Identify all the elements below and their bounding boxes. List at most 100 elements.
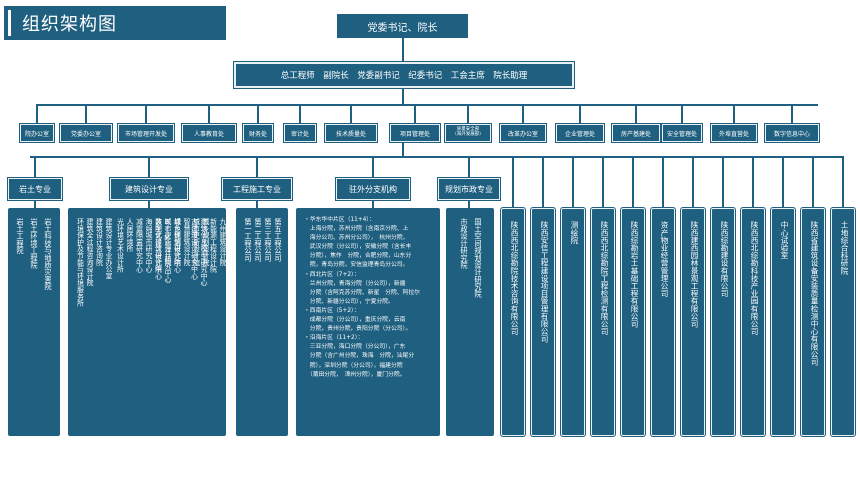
connector xyxy=(572,156,574,208)
construction-company[interactable]: 第三工程公司 xyxy=(264,218,273,262)
planning-unit[interactable]: 国土空间规划设计研究院 xyxy=(474,218,483,298)
section-node[interactable]: 建筑设计专业 xyxy=(110,178,188,200)
dept-node[interactable]: 人事教育处 xyxy=(182,124,236,142)
panel-architecture: 建筑设计专业办公室 建筑设计咨询院 建筑全过程咨询设计院 环境保护及节能与环境服… xyxy=(68,208,236,436)
construction-company[interactable]: 第二工程公司 xyxy=(254,218,263,262)
company-node[interactable]: 陕西西北综勘科技产业园有限公司 xyxy=(741,208,765,436)
connector xyxy=(512,156,514,208)
branch-line: ・沿海片区（11+2）： xyxy=(304,335,364,342)
connector xyxy=(812,156,814,208)
dept-node[interactable]: 企业管理处 xyxy=(556,124,604,142)
branch-line: 成都分院（分公司），重庆分院，云南 xyxy=(304,317,406,324)
company-label: 陕西西北综勘院技术咨询有限公司 xyxy=(510,221,519,335)
connector xyxy=(34,200,36,208)
section-node[interactable]: 工程施工专业 xyxy=(222,178,292,200)
company-node[interactable]: 陕西西北综勘院工程检测有限公司 xyxy=(591,208,615,436)
branch-line: 院），深圳分院（分公司），福建分院 xyxy=(304,362,403,369)
connector xyxy=(208,104,210,124)
connector xyxy=(372,200,374,208)
branch-line: 院，青岛分院，安信监理青岛分公司。 xyxy=(304,262,409,269)
branch-line: 分院），焦作 分院，合肥分院，山东分 xyxy=(304,253,412,260)
connector xyxy=(257,104,259,124)
connector xyxy=(468,200,470,208)
connector xyxy=(256,200,258,208)
geotech-unit[interactable]: 岩土科技与地质灾害院 xyxy=(44,218,53,290)
company-node[interactable]: 陕西安信工程建设项目管理有限公司 xyxy=(531,208,555,436)
branch-line: ・西北片区（7+2）： xyxy=(304,271,360,278)
panel-construction: 第一工程公司第二工程公司第三工程公司第五工程公司 xyxy=(236,208,288,436)
connector xyxy=(632,156,634,208)
geotech-unit[interactable]: 岩土环境工程院 xyxy=(30,218,39,269)
connector xyxy=(722,156,724,208)
architecture-group: 建筑设计专业办公室 建筑设计咨询院 建筑全过程咨询设计院 环境保护及节能与环境服… xyxy=(75,218,113,307)
company-label: 中心试验室 xyxy=(780,221,789,259)
section-node[interactable]: 规划市政专业 xyxy=(438,178,500,200)
connector xyxy=(414,104,416,124)
company-node[interactable]: 陕西综勘建设有限公司 xyxy=(711,208,735,436)
dept-node[interactable]: 安全管理处 xyxy=(662,124,702,142)
connector xyxy=(522,104,524,124)
branch-line: 分院（含阿克苏分院、新星 分院、阿拉尔 xyxy=(304,289,420,296)
branch-line: ・西南片区（5+2）： xyxy=(304,307,360,314)
connector xyxy=(145,104,147,124)
company-node[interactable]: 测绘院 xyxy=(561,208,585,436)
connector xyxy=(635,104,637,124)
company-label: 陕西省建筑设备安装质量检测中心有限公司 xyxy=(810,221,819,366)
company-node[interactable]: 陕西综勘岩土基础工程有限公司 xyxy=(621,208,645,436)
company-node[interactable]: 陕西西北综勘院技术咨询有限公司 xyxy=(501,208,525,436)
connector xyxy=(148,200,150,208)
section-node[interactable]: 驻外分支机构 xyxy=(336,178,410,200)
company-node[interactable]: 资产物业经营管理公司 xyxy=(651,208,675,436)
connector xyxy=(733,104,735,124)
branch-line: 分院、新疆分公司），宁夏分院。 xyxy=(304,298,394,305)
connector xyxy=(579,104,581,124)
company-label: 陕西建西园林景观工程有限公司 xyxy=(690,221,699,328)
dept-node[interactable]: 技术质量处 xyxy=(325,124,377,142)
architecture-group: 园林景观设计院 九州建筑设计院 新能源工程设计院 建筑信息模型研究中心 古建筑设… xyxy=(189,218,236,286)
dept-node[interactable]: 党委办公室 xyxy=(60,124,112,142)
construction-company[interactable]: 第五工程公司 xyxy=(274,218,283,262)
node-leadership[interactable]: 总工程师 副院长 党委副书记 纪委书记 工会主席 院长助理 xyxy=(234,62,574,88)
panel-planning: 市政设计研究院国土空间规划设计研究院 xyxy=(446,208,494,436)
company-label: 陕西安信工程建设项目管理有限公司 xyxy=(540,221,549,343)
architecture-group: 城乡规划设计院 城市更新设计院 装配式建筑设计院 海绵城市研究中心 减震隔震研究… xyxy=(115,218,181,273)
connector xyxy=(299,104,301,124)
branch-line: 兰州分院，青海分院（分公司），新疆 xyxy=(304,280,406,287)
dept-node[interactable]: 外埠直营处 xyxy=(711,124,757,142)
connector xyxy=(256,156,258,178)
panel-geotech: 岩土工程院岩土环境工程院岩土科技与地质灾害院 xyxy=(8,208,60,436)
company-node[interactable]: 陕西省建筑设备安装质量检测中心有限公司 xyxy=(801,208,825,436)
geotech-unit[interactable]: 岩土工程院 xyxy=(16,218,25,254)
dept-node[interactable]: 房产基建处 xyxy=(612,124,660,142)
connector xyxy=(402,88,404,104)
dept-node[interactable]: 财务处 xyxy=(243,124,273,142)
planning-unit[interactable]: 市政设计研究院 xyxy=(460,218,469,269)
company-label: 测绘院 xyxy=(570,221,579,244)
connector xyxy=(602,156,604,208)
branch-line: 分院（含广州分院，珠海 分院，汕尾分 xyxy=(304,353,415,360)
dept-node[interactable]: 质量安全部（海外发展部） xyxy=(445,124,491,142)
connector xyxy=(402,142,404,156)
node-top-leader[interactable]: 党委书记、院长 xyxy=(337,14,468,38)
dept-node[interactable]: 数字信息中心 xyxy=(765,124,819,142)
company-label: 资产物业经营管理公司 xyxy=(660,221,669,297)
connector xyxy=(467,104,469,124)
page-title: 组织架构图 xyxy=(22,14,117,35)
company-node[interactable]: 中心试验室 xyxy=(771,208,795,436)
connector xyxy=(36,104,38,124)
company-label: 陕西西北综勘院工程检测有限公司 xyxy=(600,221,609,335)
company-node[interactable]: 陕西建西园林景观工程有限公司 xyxy=(681,208,705,436)
dept-node[interactable]: 市场管理开发处 xyxy=(118,124,174,142)
connector xyxy=(372,156,374,178)
company-node[interactable]: 土地综合科研院 xyxy=(831,208,855,436)
dept-node[interactable]: 院办公室 xyxy=(20,124,54,142)
connector xyxy=(782,156,784,208)
connector xyxy=(148,156,150,178)
title-accent-bar xyxy=(8,10,11,36)
connector xyxy=(542,156,544,208)
dept-node[interactable]: 审计处 xyxy=(284,124,316,142)
construction-company[interactable]: 第一工程公司 xyxy=(244,218,253,262)
section-node[interactable]: 岩土专业 xyxy=(8,178,62,200)
dept-node[interactable]: 改革办公室 xyxy=(500,124,546,142)
dept-node[interactable]: 项目管理处 xyxy=(390,124,440,142)
